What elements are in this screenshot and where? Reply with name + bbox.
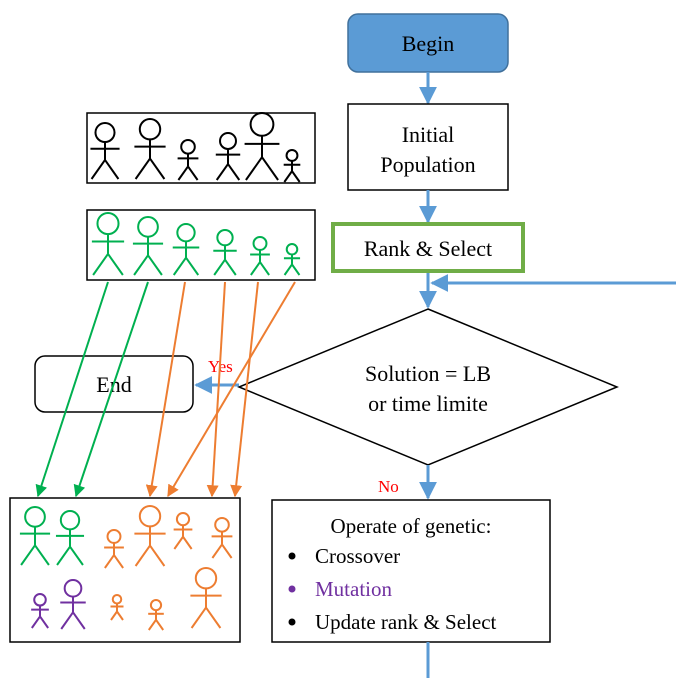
individual-figures xyxy=(19,112,301,631)
crossover-arrow xyxy=(230,281,259,498)
person-icon xyxy=(215,132,241,181)
person-icon xyxy=(283,149,301,183)
operator-mutation: Mutation xyxy=(315,577,392,601)
crossover-arrow xyxy=(145,281,186,498)
person-icon-offspring xyxy=(110,594,124,621)
person-icon xyxy=(177,139,199,181)
person-icon xyxy=(244,112,280,181)
person-icon-selected xyxy=(213,229,237,276)
person-icon-offspring xyxy=(134,505,166,567)
no-label: No xyxy=(378,477,399,496)
selected-population-box xyxy=(86,209,316,281)
person-icon-offspring xyxy=(173,512,193,550)
initial-population-box xyxy=(86,112,316,184)
operator-update: Update rank & Select xyxy=(315,610,497,634)
person-icon-offspring xyxy=(190,567,222,629)
person-icon-selected xyxy=(283,243,301,276)
person-icon-offspring xyxy=(147,599,165,631)
operators-title: Operate of genetic: xyxy=(331,514,492,538)
rank-select-label: Rank & Select xyxy=(364,236,492,261)
person-icon-selected xyxy=(91,212,125,276)
selection-arrow xyxy=(73,281,149,498)
person-icon-selected xyxy=(250,236,270,276)
person-icon xyxy=(90,122,120,180)
person-icon-selected xyxy=(55,510,85,566)
begin-label: Begin xyxy=(402,31,455,56)
bullet-crossover xyxy=(288,552,296,560)
person-icon-selected xyxy=(19,506,51,566)
operator-crossover: Crossover xyxy=(315,544,400,568)
person-icon-offspring xyxy=(211,517,233,559)
initial-label-line1: Initial xyxy=(402,122,455,147)
selection-arrow xyxy=(35,281,109,498)
person-icon-mutant xyxy=(31,593,49,629)
initial-population-node xyxy=(347,103,509,191)
person-icon-mutant xyxy=(60,579,86,630)
bullet-mutation xyxy=(288,585,296,593)
crossover-arrow xyxy=(167,281,296,498)
person-icon-offspring xyxy=(104,529,124,569)
decision-label-line1: Solution = LB xyxy=(365,361,491,386)
rank-select-node xyxy=(331,222,525,273)
genetic-operators-node xyxy=(271,499,551,643)
person-icon-selected xyxy=(132,216,164,276)
initial-label-line2: Population xyxy=(380,152,475,177)
crossover-arrow xyxy=(206,281,226,498)
person-icon-selected xyxy=(172,223,200,276)
person-icon xyxy=(134,118,166,180)
decision-label-line2: or time limite xyxy=(368,391,488,416)
decision-node xyxy=(237,308,619,466)
bullet-update xyxy=(288,618,296,626)
